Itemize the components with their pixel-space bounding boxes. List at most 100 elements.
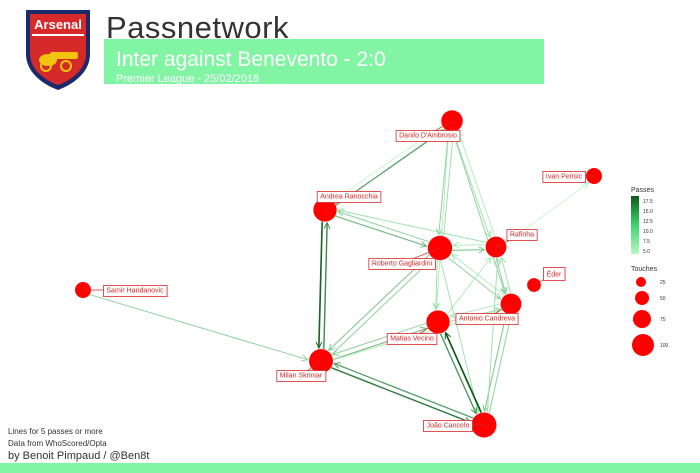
passes-tick: 10.0 xyxy=(643,229,653,235)
touches-legend-dot xyxy=(636,277,646,287)
arsenal-crest-icon: Arsenal xyxy=(22,8,94,97)
player-label: Samir Handanovic xyxy=(102,285,168,297)
passes-colorbar xyxy=(631,196,639,254)
pass-edge-arrowhead xyxy=(444,331,451,340)
player-label: Rafinha xyxy=(506,229,538,241)
pass-edge xyxy=(443,132,454,237)
match-subtitle: Inter against Benevento - 2:0 xyxy=(116,48,386,71)
passes-tick: 7.5 xyxy=(643,239,650,245)
nodes-layer xyxy=(75,110,602,438)
pass-edge xyxy=(452,131,491,238)
player-label-box xyxy=(368,258,436,270)
pass-edge-arrowhead xyxy=(451,253,459,261)
player-label-box xyxy=(455,313,519,325)
pass-edge xyxy=(438,131,450,235)
player-name: Ivan Perisic xyxy=(546,174,583,181)
player-label-box xyxy=(386,333,438,345)
player-name: Antonio Candreva xyxy=(459,316,515,323)
touches-tick: 75 xyxy=(660,317,666,323)
pass-edge xyxy=(435,260,438,310)
pass-edge xyxy=(337,209,487,243)
pass-edge-arrowhead xyxy=(419,241,428,248)
passes-tick: 15.0 xyxy=(643,209,653,215)
pass-edge-arrowhead xyxy=(581,182,590,190)
pass-edge xyxy=(483,313,507,412)
player-name: Matias Vecino xyxy=(390,336,434,343)
pass-edge-arrowhead xyxy=(500,286,508,295)
footer-band xyxy=(0,463,700,473)
pass-edge xyxy=(435,131,450,310)
badge-text: Arsenal xyxy=(34,17,82,32)
pass-edge xyxy=(446,257,492,315)
pass-edge-arrowhead xyxy=(452,241,460,249)
pass-edge-arrowhead xyxy=(493,257,501,265)
pass-edge-arrowhead xyxy=(484,256,492,265)
passes-legend: Passes 17.5 15.0 12.5 10.0 7.5 5.0 xyxy=(631,187,654,255)
touches-legend-title: Touches xyxy=(631,266,658,273)
pass-edge-arrowhead xyxy=(336,208,345,215)
pass-edge xyxy=(439,333,477,414)
pass-edge-arrowhead xyxy=(435,228,443,236)
touches-tick: 25 xyxy=(660,280,666,286)
pass-edge-arrowhead xyxy=(432,302,440,311)
player-label: João Cancelo xyxy=(423,420,473,432)
player-label: Ivan Perisic xyxy=(542,171,586,183)
threshold-caption: Lines for 5 passes or more xyxy=(8,427,103,436)
player-label: Andrea Ranocchia xyxy=(316,191,382,203)
player-name: Andrea Ranocchia xyxy=(320,194,378,201)
pass-edge xyxy=(330,366,471,424)
player-name: João Cancelo xyxy=(427,423,470,430)
passes-legend-title: Passes xyxy=(631,187,654,194)
pass-edge-arrowhead xyxy=(493,292,502,300)
touches-legend-dot xyxy=(632,334,654,356)
player-label-box xyxy=(276,370,327,382)
touches-tick: 100 xyxy=(660,343,669,349)
pass-edge-arrowhead xyxy=(484,230,492,239)
pass-edge-arrowhead xyxy=(301,354,309,362)
player-label-box xyxy=(506,229,538,241)
touches-legend-dot xyxy=(635,291,649,305)
author-caption: by Benoit Pimpaud / @Ben8t xyxy=(8,450,150,462)
pass-edge-arrowhead xyxy=(470,406,478,415)
player-name: Roberto Gagliardini xyxy=(372,261,433,268)
pass-edge xyxy=(89,294,309,361)
pass-edge-arrowhead xyxy=(332,362,341,369)
pass-edge xyxy=(332,322,427,356)
pass-edge xyxy=(328,254,430,351)
pass-edge xyxy=(447,257,501,300)
touches-legend-dot xyxy=(633,310,651,328)
header: Arsenal Passnetwork Inter against Beneve… xyxy=(0,0,700,100)
pass-edge xyxy=(452,131,506,295)
player-name: Samir Handanovic xyxy=(106,288,164,295)
passes-tick: 5.0 xyxy=(643,249,650,255)
pass-edge xyxy=(486,258,499,413)
pass-edge xyxy=(452,249,485,251)
pass-edge-arrowhead xyxy=(315,341,323,350)
pass-edge xyxy=(331,258,433,355)
player-label-box xyxy=(102,285,168,297)
pass-edge xyxy=(444,332,482,413)
player-label: Éder xyxy=(543,267,566,281)
pass-edge-arrowhead xyxy=(420,326,428,334)
player-label-box xyxy=(395,130,461,142)
player-name: Milan Skriniar xyxy=(280,373,323,380)
edges-layer xyxy=(89,124,590,424)
player-label-box xyxy=(543,267,566,281)
pass-edge xyxy=(335,215,427,247)
pass-edge xyxy=(440,260,479,413)
touches-legend: Touches 25 50 75 100 xyxy=(631,266,669,356)
source-caption: Data from WhoScored/Opta xyxy=(8,439,107,448)
competition-date: Premier League - 25/02/2018 xyxy=(116,73,260,85)
player-label-box xyxy=(423,420,473,432)
pass-edge-arrowhead xyxy=(500,287,507,295)
player-label: Danilo D'Ambrosio xyxy=(395,130,461,142)
pass-edge xyxy=(488,315,512,414)
player-label: Roberto Gagliardini xyxy=(368,258,436,270)
subtitle-band xyxy=(104,39,544,84)
pass-edge-arrowhead xyxy=(327,343,336,352)
pass-edge xyxy=(337,211,430,243)
player-label: Matias Vecino xyxy=(386,333,438,345)
player-label: Antonio Candreva xyxy=(455,313,519,325)
